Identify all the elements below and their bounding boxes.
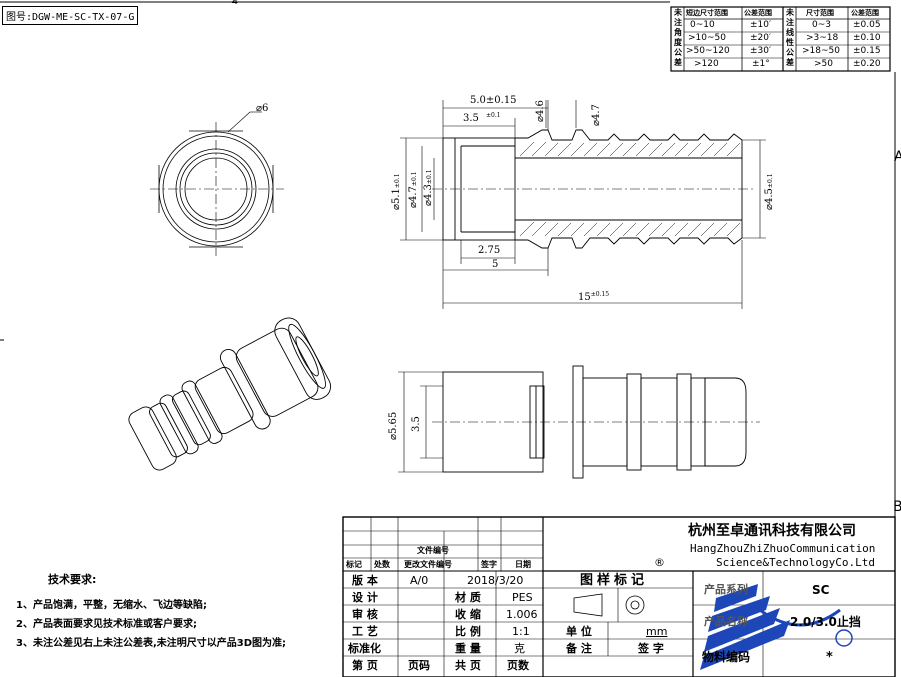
review-label: 审 核 — [352, 608, 378, 621]
product-series-label: 产品系列 — [704, 583, 748, 596]
rev-header-date: 日期 — [515, 560, 531, 569]
rev-header-mark: 标记 — [346, 560, 362, 569]
dim-length-3-5: 3.5 — [463, 113, 479, 124]
dim-d51: ⌀5.1±0.1 — [391, 173, 402, 210]
rev-header-doc: 更改文件编号 — [404, 560, 452, 569]
process-label: 工 艺 — [352, 625, 378, 638]
product-series-value: SC — [812, 583, 830, 597]
company-logo — [700, 584, 853, 670]
note-2: 2、产品表面要求见技术标准或客户要求; — [16, 619, 197, 630]
total-label: 共 页 — [455, 659, 481, 672]
material-value: PES — [512, 591, 533, 604]
dim-d43: ⌀4.3±0.1 — [423, 169, 434, 206]
unit-label: 单 位 — [566, 625, 592, 638]
weight-unit: 克 — [514, 642, 525, 655]
dim-length-5: 5.0±0.15 — [470, 95, 517, 106]
scale-label: 比 例 — [455, 625, 481, 638]
dim-d565: ⌀5.65 — [388, 411, 399, 440]
dim-length-3-5-tol: ±0.1 — [486, 112, 501, 119]
version-value: A/0 — [410, 574, 429, 587]
tolerance-table — [670, 6, 891, 72]
shrink-label: 收 缩 — [455, 608, 481, 621]
notes-title: 技术要求: — [48, 573, 97, 586]
product-name-value: 2.0/3.0止挡 — [790, 615, 861, 629]
page-code: 页码 — [408, 659, 430, 672]
weight-label: 重 量 — [455, 642, 481, 655]
tol-left-header-tol: 公差范围 — [744, 9, 772, 17]
title-block-grid — [342, 516, 896, 677]
side-view — [398, 365, 760, 479]
edge-mark-a: A — [894, 149, 901, 165]
company-name-cn: 杭州至卓通讯科技有限公司 — [688, 523, 856, 539]
company-name-en-2: Science&TechnologyCo.Ltd — [716, 556, 875, 569]
standardization-label: 标准化 — [348, 642, 381, 655]
shrink-value: 1.006 — [506, 608, 538, 621]
design-label: 设 计 — [352, 591, 378, 604]
sample-mark-label: 图样标记 — [580, 573, 649, 588]
section-view — [400, 100, 766, 309]
note-1: 1、产品饱满，平整，无缩水、飞边等缺陷; — [16, 600, 207, 611]
total-pages: 页数 — [507, 659, 529, 672]
dim-d6: ⌀6 — [256, 103, 269, 114]
drawing-number: 图号:DGW-ME-SC-TX-07-G — [2, 6, 139, 25]
tol-right-header-tol: 公差范围 — [851, 9, 879, 17]
company-name-en-1: HangZhouZhiZhuoCommunication — [690, 542, 876, 555]
edge-mark-b: B — [893, 499, 901, 515]
dim-length-15: 15±0.15 — [578, 291, 610, 303]
tol-right-header-range: 尺寸范围 — [806, 9, 834, 17]
material-code-label: 物料编码 — [702, 650, 751, 664]
dim-d46: ⌀4.6 — [535, 100, 546, 122]
material-label: 材 质 — [455, 591, 481, 604]
dim-d47b: ⌀4.7±0.1 — [408, 171, 419, 208]
edge-mark-top: 2 — [231, 0, 239, 5]
dim-v35: 3.5 — [411, 416, 422, 432]
version-label: 版 本 — [352, 574, 378, 587]
unit-value: mm — [646, 625, 668, 638]
dim-d45: ⌀4.5±0.1 — [764, 173, 775, 210]
rev-header-sign: 签字 — [481, 560, 497, 569]
registered-mark: ® — [654, 556, 665, 569]
sign-label: 签 字 — [638, 642, 664, 655]
rev-header-count: 处数 — [374, 560, 390, 569]
dim-length-2-75: 2.75 — [478, 245, 501, 256]
remarks-label: 备 注 — [566, 642, 592, 655]
isometric-view — [128, 317, 332, 471]
scale-value: 1:1 — [512, 625, 530, 638]
date-value: 2018/3/20 — [467, 574, 524, 587]
dim-d47: ⌀4.7 — [591, 104, 602, 126]
note-3: 3、未注公差见右上未注公差表,未注明尺寸以产品3D图为准; — [16, 638, 287, 649]
front-end-view — [150, 111, 284, 256]
tol-left-header-range: 短边尺寸范围 — [686, 9, 728, 17]
product-name-label: 产品名称 — [704, 615, 748, 628]
dim-length-5b: 5 — [492, 259, 499, 270]
page-label: 第 页 — [352, 659, 378, 672]
doc-no-label: 文件编号 — [417, 546, 449, 555]
material-code-value: * — [826, 650, 833, 665]
